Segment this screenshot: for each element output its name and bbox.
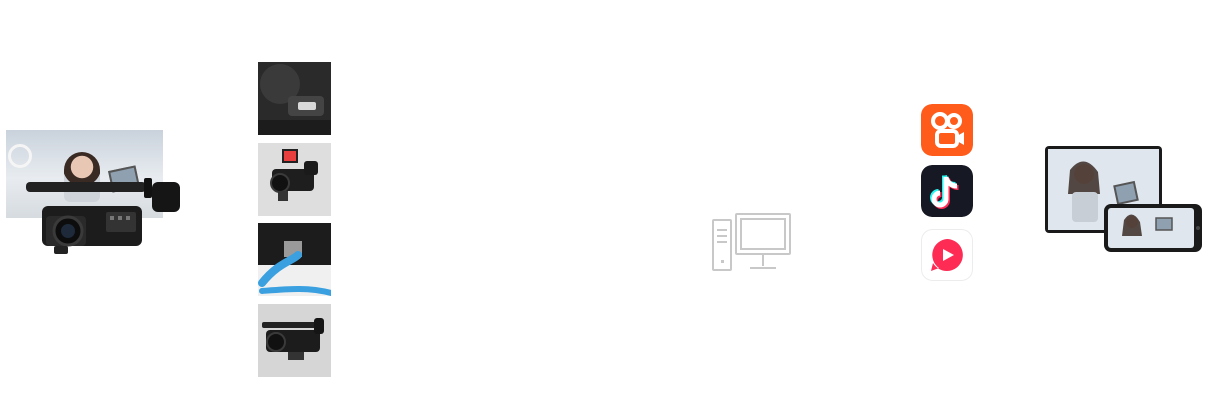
camcorder-side-icon (258, 304, 331, 377)
thumbnail-4 (258, 304, 331, 377)
camcorder-icon (26, 178, 180, 254)
streamer-figure (64, 152, 100, 202)
thumbnail-1 (258, 62, 331, 135)
ethernet-cable-icon (258, 223, 331, 296)
desktop-computer-icon (712, 213, 791, 271)
livestream-scene-photo (6, 130, 163, 218)
douyin-app[interactable] (921, 165, 973, 217)
xigua-app[interactable] (921, 229, 973, 281)
thumbnail-2 (258, 143, 331, 216)
camcorder-with-monitor-icon (258, 143, 331, 216)
thumbnail-3 (258, 223, 331, 296)
ring-light-icon (8, 144, 32, 168)
kuaishou-app-icon (921, 104, 973, 156)
tablet-and-phone-icon (1045, 146, 1202, 252)
douyin-app-icon (921, 165, 973, 217)
xigua-app-icon (921, 229, 973, 281)
camcorder-closeup-icon (258, 62, 331, 135)
kuaishou-app[interactable] (921, 104, 973, 156)
